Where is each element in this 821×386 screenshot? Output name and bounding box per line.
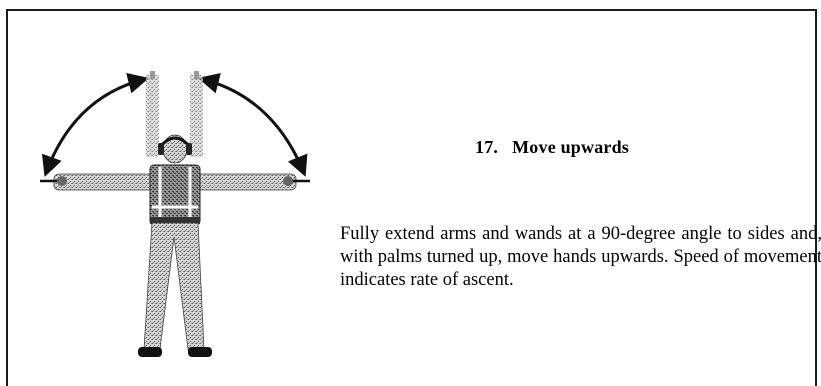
raised-arm-trails: [146, 71, 203, 157]
torso-vest: [149, 164, 201, 226]
signal-card-frame: 17. Move upwards Fully extend arms and wa…: [6, 9, 821, 386]
signal-description: Fully extend arms and wands at a 90-degr…: [340, 223, 821, 290]
signal-title: Move upwards: [512, 137, 630, 157]
signal-heading: 17. Move upwards: [475, 137, 629, 158]
extended-arms: [40, 173, 310, 191]
marshaller-figure: [32, 67, 332, 377]
signal-number: 17.: [475, 137, 499, 157]
legs: [138, 222, 212, 357]
marshaller-move-upwards-figure-icon: [40, 71, 310, 357]
head: [158, 134, 192, 164]
curved-double-arrow-icon: [41, 72, 308, 177]
